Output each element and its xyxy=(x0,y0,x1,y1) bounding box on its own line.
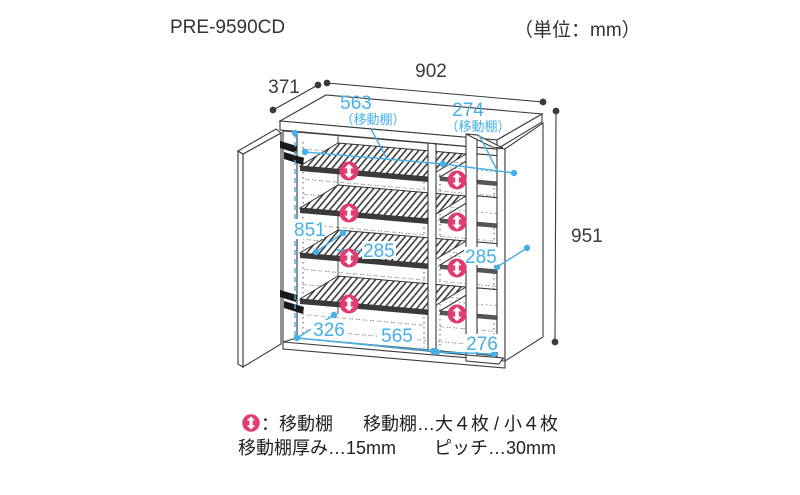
move-shelf-icon xyxy=(242,414,260,432)
hinge-bottom xyxy=(280,290,304,314)
move-shelf-icon xyxy=(447,304,467,324)
gap-right-label: 285 xyxy=(465,247,497,268)
base-panel xyxy=(282,341,506,369)
shelf-left-width-label: 563 xyxy=(340,93,372,114)
width-label: 902 xyxy=(415,61,447,82)
right-door xyxy=(465,133,504,365)
right-panel-edge xyxy=(496,147,506,360)
legend-thickness: 移動棚厚み…15mm xyxy=(238,438,396,458)
move-shelf-icon xyxy=(447,170,467,190)
model-number: PRE-9590CD xyxy=(170,17,285,38)
legend-icon-label: ：移動棚 xyxy=(261,414,333,434)
shelf-right-width-label: 274 xyxy=(452,100,484,121)
move-shelf-icon xyxy=(339,203,359,223)
blue-dimensions: 563 （移動棚） 274 （移動棚） 851 285 285 326 565 xyxy=(291,93,531,358)
move-shelf-icon xyxy=(447,258,467,278)
legend-pitch: ピッチ…30mm xyxy=(434,438,556,458)
height-label: 951 xyxy=(571,226,603,247)
dimension-width: 902 xyxy=(323,61,547,106)
inner-width-left-label: 565 xyxy=(381,326,413,347)
shelf-left-width-note: （移動棚） xyxy=(340,112,405,127)
cabinet-carcass xyxy=(278,94,544,369)
shelf-right-width-note: （移動棚） xyxy=(445,119,510,134)
legend: ：移動棚 移動棚…大４枚 / 小４枚 移動棚厚み…15mm ピッチ…30mm xyxy=(238,414,558,458)
dimension-depth: 371 xyxy=(268,77,322,114)
inner-width-right-label: 276 xyxy=(466,334,498,355)
hinge-top xyxy=(280,141,304,165)
top-panel xyxy=(278,94,544,150)
move-shelf-icon xyxy=(447,212,467,232)
left-door xyxy=(236,128,304,368)
legend-shelf-count: 移動棚…大４枚 / 小４枚 xyxy=(363,414,558,434)
move-shelf-icon xyxy=(339,161,359,181)
inner-height-label: 851 xyxy=(294,220,326,241)
dimension-height: 951 xyxy=(551,107,603,346)
gap-left-label: 285 xyxy=(363,241,395,262)
right-side-panel xyxy=(504,121,544,362)
unit-note: （単位：mm） xyxy=(514,19,641,41)
center-divider xyxy=(427,142,437,352)
move-shelf-icon xyxy=(339,294,359,314)
depth-label: 371 xyxy=(268,77,300,98)
move-shelf-icon xyxy=(339,248,359,268)
inner-depth-label: 326 xyxy=(313,320,345,341)
